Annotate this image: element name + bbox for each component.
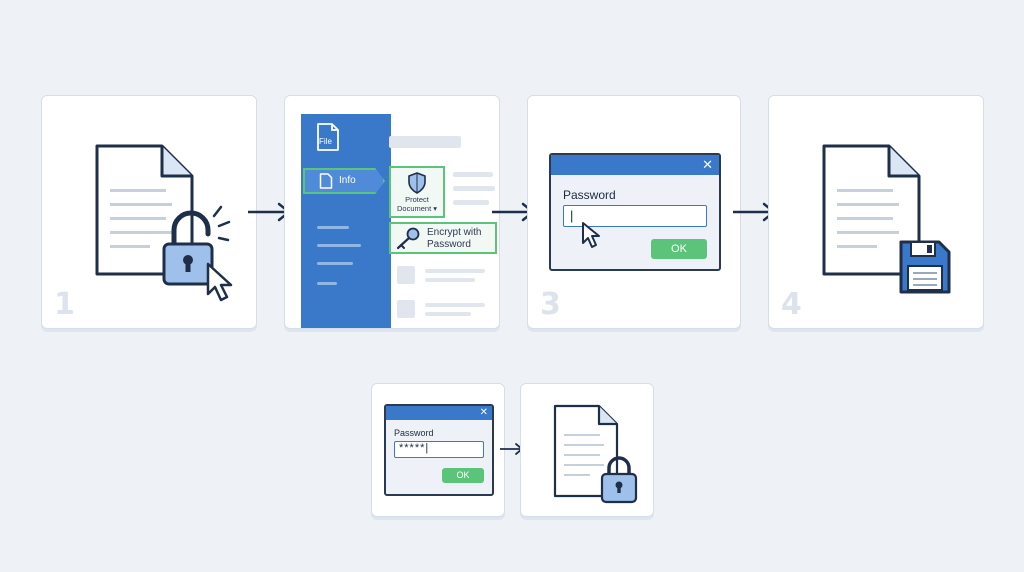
password-label: Password xyxy=(394,428,434,438)
sidebar-menu-line xyxy=(317,226,349,229)
dialog-titlebar: ✕ xyxy=(551,155,719,175)
text-placeholder xyxy=(425,269,485,273)
sidebar-item-info[interactable]: Info xyxy=(303,168,385,194)
result-locked-card xyxy=(520,383,654,517)
text-placeholder xyxy=(425,312,471,316)
cursor-icon xyxy=(206,262,233,302)
sidebar-item-info-label: Info xyxy=(339,175,356,186)
encrypt-label-line1: Encrypt with xyxy=(427,227,482,238)
password-input-value: | xyxy=(570,208,574,223)
locked-padlock-icon xyxy=(600,456,638,504)
floppy-disk-icon xyxy=(899,240,951,294)
file-tab-label: File xyxy=(319,137,332,146)
document-icon xyxy=(553,404,619,498)
password-input[interactable]: | xyxy=(563,205,707,227)
ok-button[interactable]: OK xyxy=(651,239,707,259)
document-icon xyxy=(822,144,921,276)
password-input-value: *****| xyxy=(399,442,430,454)
text-placeholder xyxy=(425,278,475,282)
key-icon xyxy=(396,227,420,250)
encrypt-label-line2: Password xyxy=(427,239,471,250)
protect-document-label-line1: Protect xyxy=(405,195,429,204)
document-locked-illustration xyxy=(553,404,638,504)
dialog-titlebar: ✕ xyxy=(386,406,492,420)
thumb-placeholder xyxy=(397,266,415,284)
unlocked-padlock-icon xyxy=(162,205,231,286)
file-tab[interactable]: File xyxy=(315,122,341,152)
sidebar-menu-line xyxy=(317,262,353,265)
heading-placeholder xyxy=(389,136,461,148)
close-icon[interactable]: ✕ xyxy=(479,407,488,418)
document-icon xyxy=(319,173,333,189)
close-icon[interactable]: ✕ xyxy=(702,157,713,172)
step-1-card: 1 xyxy=(41,95,257,329)
document-unlocked-illustration xyxy=(95,144,233,302)
word-main-pane xyxy=(389,114,499,328)
text-placeholder xyxy=(453,200,489,205)
word-sidebar: File xyxy=(301,114,391,328)
password-dialog-filled: ✕ Password *****| OK xyxy=(384,404,494,496)
result-dialog-card: ✕ Password *****| OK xyxy=(371,383,505,517)
text-placeholder xyxy=(425,303,485,307)
step-number: 4 xyxy=(781,287,802,322)
cursor-icon xyxy=(582,222,600,248)
password-dialog: ✕ Password | OK xyxy=(549,153,721,271)
sidebar-menu-line xyxy=(317,282,337,285)
protect-document-label-line2: Document ▾ xyxy=(396,204,438,213)
protect-document-button[interactable]: Protect Document ▾ xyxy=(389,166,445,218)
step-number: 3 xyxy=(540,287,561,322)
text-placeholder xyxy=(453,186,495,191)
encrypt-with-password-menu-item[interactable]: Encrypt with Password xyxy=(389,222,497,254)
step-2-card: File Info Protect Document ▾ xyxy=(284,95,500,329)
sidebar-menu-line xyxy=(317,244,361,247)
file-icon xyxy=(317,123,339,151)
step-4-card: 4 xyxy=(768,95,984,329)
ok-button[interactable]: OK xyxy=(442,468,484,483)
text-placeholder xyxy=(453,172,493,177)
document-save-illustration xyxy=(822,144,951,294)
password-input[interactable]: *****| xyxy=(394,441,484,458)
thumb-placeholder xyxy=(397,300,415,318)
password-label: Password xyxy=(563,188,616,202)
document-icon xyxy=(95,144,194,276)
shield-icon xyxy=(408,172,426,194)
step-3-card: ✕ Password | OK 3 xyxy=(527,95,741,329)
step-number: 1 xyxy=(54,287,75,322)
